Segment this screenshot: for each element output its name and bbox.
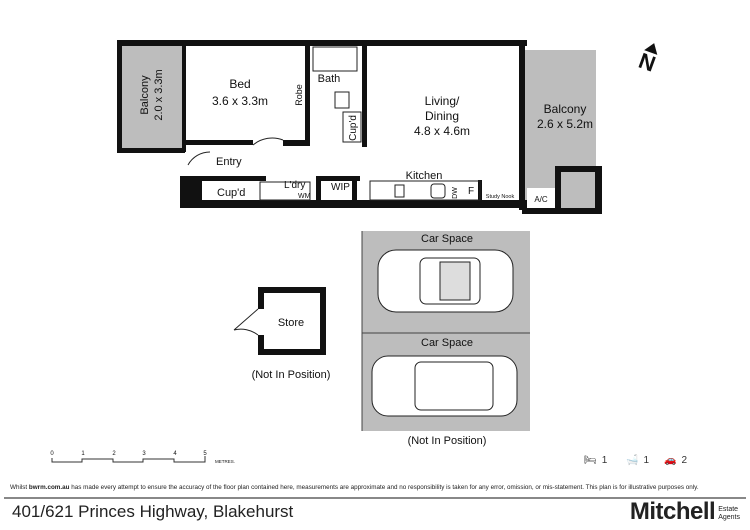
scale-bar: 0 1 2 3 4 5 METRES. [50,451,235,464]
entry-door [187,151,211,166]
entry-label: Entry [216,156,242,168]
balcony-left-label: Balcony [139,75,151,115]
car-space-1-label: Car Space [421,233,473,245]
car-space-2-label: Car Space [421,337,473,349]
sink-icon [430,183,446,199]
bed-size: 3.6 x 3.3m [212,94,268,108]
toilet [334,91,350,109]
bed-label: Bed [229,77,250,91]
cupboard-bath-label: Cup'd [348,115,359,141]
car-icon-1 [377,249,514,313]
floorplan-drawing: Balcony 2.0 x 3.3m Bed 3.6 x 3.3m Robe B… [50,40,659,464]
property-address: 401/621 Princes Highway, Blakehurst [12,502,294,521]
svg-text:0: 0 [50,451,54,457]
car-icon-2 [371,355,518,417]
bathrooms-count: 1 [643,455,650,466]
store-label: Store [278,317,304,329]
kitchen-label: Kitchen [406,170,443,182]
ac-unit [527,188,555,210]
disclaimer: Whilst bwrm.com.au has made every attemp… [10,484,699,491]
bedrooms-feature: 🛏1 [584,455,607,466]
bathrooms-feature: 🛁1 [626,455,649,466]
logo-brand: Mitchell [629,498,716,525]
balcony-right-label: Balcony [544,102,587,116]
living-size: 4.8 x 4.6m [414,124,470,138]
fridge-label: F [468,186,474,197]
cooktop-icon [394,184,405,198]
balcony-left-floor [117,43,183,151]
bed-icon: 🛏 [584,455,597,466]
footer-divider [4,497,746,499]
wm-label: WM [298,193,311,200]
dishwasher-label: DW [452,187,459,199]
compass-north-icon: N [635,43,659,77]
store-not-in-position: (Not In Position) [252,369,331,381]
shower [312,46,358,72]
store-walls [233,287,326,355]
car-icon: 🚗 [664,455,677,466]
bath-cupboard [342,111,362,143]
svg-text:N: N [635,48,658,77]
cupboard-entry-label: Cup'd [217,187,245,199]
laundry-label: L'dry [284,180,305,191]
svg-text:4: 4 [173,451,177,457]
svg-text:METRES.: METRES. [215,459,235,464]
bath-icon: 🛁 [626,455,639,466]
car-count: 2 [681,455,688,466]
wip-label: WIP [331,182,350,193]
disclaimer-site: bwrm.com.au [28,484,70,491]
svg-text:2: 2 [112,451,116,457]
svg-text:5: 5 [203,451,207,457]
robe-label: Robe [294,84,304,106]
bedrooms-count: 1 [601,455,608,466]
kitchen-bench [369,180,481,201]
balcony-right-size: 2.6 x 5.2m [537,117,593,131]
car-not-in-position: (Not In Position) [408,435,487,447]
laundry-bench [259,181,311,201]
dining-label: Dining [425,109,459,123]
svg-text:3: 3 [142,451,146,457]
svg-text:1: 1 [81,451,85,457]
bed-door [252,137,284,146]
apartment-walls [117,40,602,214]
ac-label: A/C [534,195,548,204]
bath-label: Bath [318,73,341,85]
living-label: Living/ [425,94,460,108]
car-feature: 🚗2 [664,455,687,466]
study-nook-label: Study Nook [486,194,515,200]
balcony-left-size: 2.0 x 3.3m [153,69,165,120]
